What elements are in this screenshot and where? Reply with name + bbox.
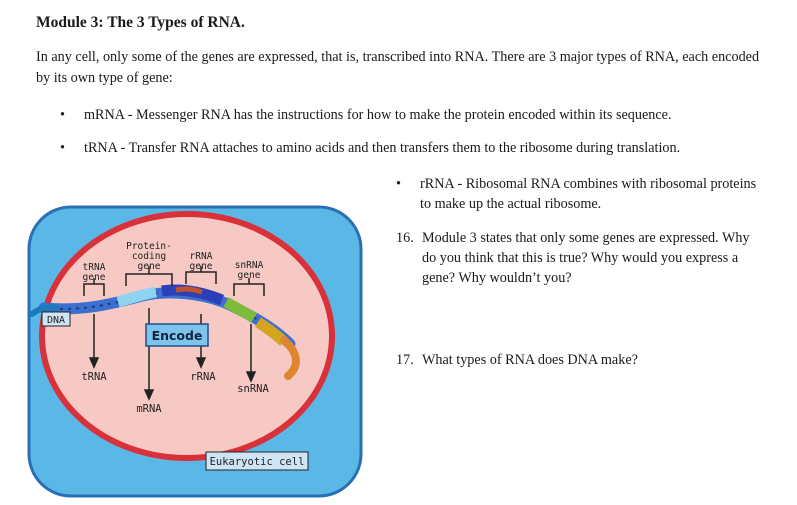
bullet-text: tRNA - Transfer RNA attaches to amino ac…: [84, 140, 681, 156]
rrna-product-label: rRNA: [190, 371, 216, 383]
gene-brackets: [83, 266, 265, 296]
bullet-icon: •: [60, 140, 65, 156]
cell-label-box: [205, 451, 309, 471]
snrna-product-label: snRNA: [237, 383, 269, 395]
mrna-product-label: mRNA: [136, 403, 162, 415]
trna-gene-label: gene: [83, 272, 106, 283]
protein-gene-label: Protein-: [126, 241, 172, 252]
intro-paragraph: In any cell, only some of the genes are …: [36, 49, 760, 86]
question-16: 16. Module 3 states that only some genes…: [396, 228, 766, 290]
protein-gene-label: coding: [132, 251, 166, 262]
trna-product-label: tRNA: [81, 371, 107, 383]
snrna-gene-label: snRNA: [235, 260, 264, 271]
cell-label: Eukaryotic cell: [210, 456, 305, 468]
bullet-icon: •: [60, 107, 65, 123]
question-text: What types of RNA does DNA make?: [422, 352, 638, 368]
transcription-arrows: [88, 308, 257, 401]
rrna-gene-label: rRNA: [190, 251, 213, 262]
bullet-text: rRNA - Ribosomal RNA combines with ribos…: [420, 176, 757, 212]
bullet-text: mRNA - Messenger RNA has the instruction…: [84, 107, 672, 123]
snrna-gene-label: gene: [238, 270, 261, 281]
bullet-rrna: • rRNA - Ribosomal RNA combines with rib…: [396, 174, 766, 216]
dna-double-helix: [29, 284, 300, 380]
question-text: Module 3 states that only some genes are…: [422, 230, 750, 286]
bullet-mrna: • mRNA - Messenger RNA has the instructi…: [60, 105, 780, 125]
dna-label: DNA: [47, 315, 65, 326]
dna-label-box: [41, 311, 71, 327]
trna-gene-label: tRNA: [83, 262, 106, 273]
question-number: 17.: [396, 352, 414, 368]
bullet-trna: • tRNA - Transfer RNA attaches to amino …: [60, 138, 780, 158]
rrna-gene-label: gene: [190, 261, 213, 272]
module-title: Module 3: The 3 Types of RNA.: [36, 14, 245, 31]
rna-types-diagram: tRNA gene Protein- coding gene rRNA gene…: [27, 205, 363, 498]
bullet-icon: •: [396, 176, 401, 192]
encode-box: [145, 323, 209, 347]
question-17: 17. What types of RNA does DNA make?: [396, 350, 766, 372]
question-number: 16.: [396, 230, 414, 246]
encode-label: Encode: [152, 328, 203, 343]
protein-gene-label: gene: [138, 261, 161, 272]
